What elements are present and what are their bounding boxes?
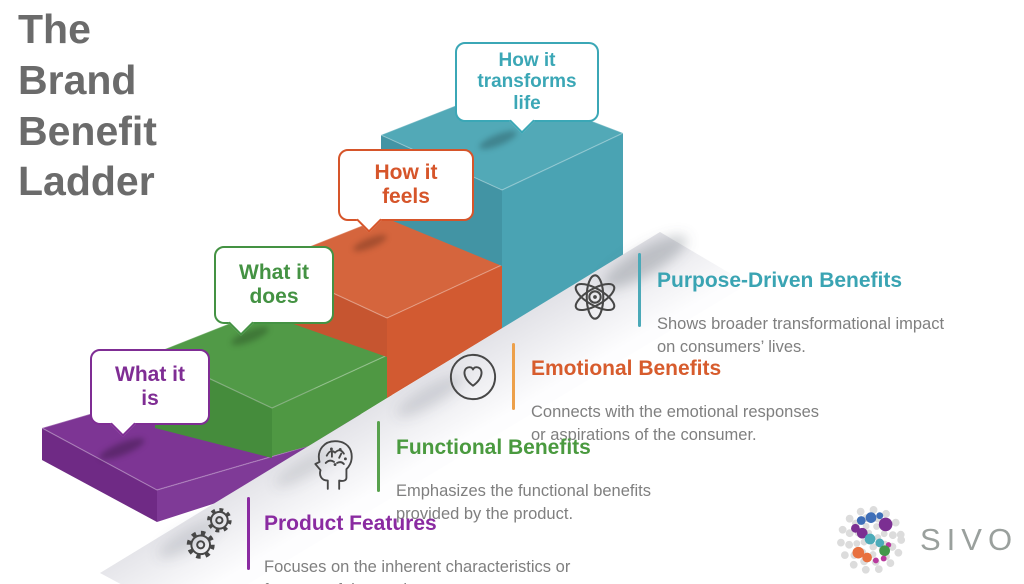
atom-icon <box>574 274 616 320</box>
step-purple-left-face <box>42 428 157 522</box>
bubble-what-it-is-label: What it is <box>115 363 185 410</box>
bubble-what-it-is: What it is <box>90 349 210 425</box>
bubble-what-it-does-label: What it does <box>239 261 309 308</box>
ramp-shadows <box>158 235 688 558</box>
bubble-how-it-transforms-life: How it transforms life <box>455 42 599 122</box>
benefit-description-emotional: Connects with the emotional responses or… <box>531 403 819 444</box>
benefit-heading-emotional: Emotional Benefits <box>531 357 722 380</box>
heart-icon <box>449 353 497 401</box>
accent-line-orange <box>512 343 515 410</box>
benefit-description-purpose-driven: Shows broader transformational impact on… <box>657 315 945 356</box>
sivo-logo-mark <box>836 505 906 575</box>
benefit-product-features: Product Features Focuses on the inherent… <box>184 494 570 584</box>
benefit-description-functional: Emphasizes the functional benefits provi… <box>396 482 651 523</box>
benefit-purpose-driven: Purpose-Driven Benefits Shows broader tr… <box>564 251 944 376</box>
sivo-logo: SIVO <box>834 503 1018 577</box>
accent-line-green <box>377 421 380 492</box>
bubble-how-it-feels: How it feels <box>338 149 474 221</box>
benefit-functional: Functional Benefits Emphasizes the funct… <box>305 418 651 543</box>
benefit-product-features-text: Product Features Focuses on the inherent… <box>264 494 570 584</box>
benefit-emotional-text: Emotional Benefits Connects with the emo… <box>531 339 819 464</box>
benefit-emotional: Emotional Benefits Connects with the emo… <box>448 339 819 464</box>
benefit-heading-product-features: Product Features <box>264 512 437 535</box>
head-brain-icon <box>314 440 353 490</box>
accent-line-teal <box>638 253 641 327</box>
benefit-heading-functional: Functional Benefits <box>396 436 591 459</box>
bubble-how-it-feels-label: How it feels <box>374 161 438 208</box>
gears-icon <box>186 507 232 559</box>
benefit-description-product-features: Focuses on the inherent characteristics … <box>264 558 571 584</box>
bubble-what-it-does: What it does <box>214 246 334 324</box>
step-teal-right-face <box>502 133 623 330</box>
bubble-shadows <box>99 130 517 460</box>
bubble-how-it-transforms-life-label: How it transforms life <box>477 50 577 114</box>
step-green-right-face <box>272 353 392 456</box>
sivo-logo-text: SIVO <box>920 522 1019 557</box>
accent-line-purple <box>247 497 250 570</box>
page-title: The Brand Benefit Ladder <box>18 6 157 205</box>
step-orange-right-face <box>387 263 506 398</box>
sivo-logo-s-dots <box>851 512 893 564</box>
benefit-functional-text: Functional Benefits Emphasizes the funct… <box>396 418 651 543</box>
benefit-purpose-driven-text: Purpose-Driven Benefits Shows broader tr… <box>657 251 944 376</box>
benefit-heading-purpose-driven: Purpose-Driven Benefits <box>657 269 903 292</box>
